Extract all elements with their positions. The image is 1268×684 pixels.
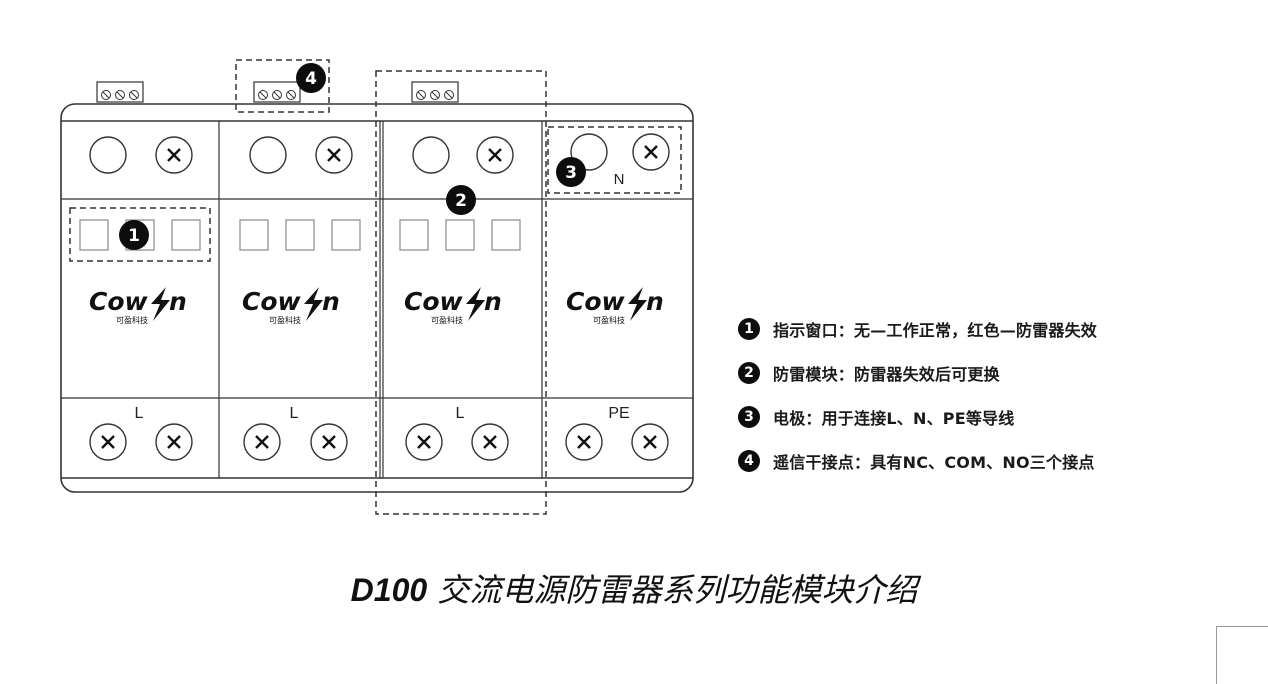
svg-text:可盈科技: 可盈科技 [593, 315, 625, 325]
bottom-screw-1b [155, 423, 193, 461]
svg-text:Cow: Cow [566, 287, 626, 316]
callout-box-3 [547, 126, 682, 194]
top-screw-4 [632, 133, 670, 171]
svg-text:1: 1 [128, 226, 140, 246]
svg-text:Cow: Cow [242, 287, 302, 316]
callout-1: 1 [119, 220, 149, 250]
svg-text:Cow: Cow [89, 287, 149, 316]
svg-text:n: n [322, 287, 340, 316]
legend-item-1: 1 指示窗口：无—工作正常，红色—防雷器失效 [738, 318, 1097, 340]
bottom-screw-3a [405, 423, 443, 461]
callout-3: 3 [556, 157, 586, 187]
legend-text-1: 指示窗口：无—工作正常，红色—防雷器失效 [773, 321, 1098, 340]
svg-text:4: 4 [305, 69, 317, 89]
svg-text:n: n [646, 287, 664, 316]
callout-box-1 [69, 207, 211, 262]
svg-text:n: n [169, 287, 187, 316]
legend-item-2: 2 防雷模块：防雷器失效后可更换 [738, 362, 1097, 384]
svg-text:3: 3 [565, 163, 577, 183]
pole-label-1: L [135, 405, 144, 422]
legend-badge-2: 2 [738, 362, 760, 384]
legend-badge-1: 1 [738, 318, 760, 340]
legend-text-4: 遥信干接点：具有NC、COM、NO三个接点 [773, 453, 1095, 472]
legend-badge-3: 3 [738, 406, 760, 428]
legend-badge-4: 4 [738, 450, 760, 472]
pole-label-3: L [456, 405, 465, 422]
figure-caption: D100 交流电源防雷器系列功能模块介绍 [0, 565, 1268, 611]
callout-box-2 [375, 70, 547, 515]
legend-item-4: 4 遥信干接点：具有NC、COM、NO三个接点 [738, 450, 1097, 472]
brand-logo-3: Cow n 可盈科技 [404, 287, 502, 325]
svg-text:可盈科技: 可盈科技 [431, 315, 463, 325]
legend-item-3: 3 电极：用于连接L、N、PE等导线 [738, 406, 1097, 428]
spd-diagram: N Cow n 可盈科技 Cow n 可盈科技 Cow n 可盈科技 Cow n… [60, 59, 694, 515]
legend: 1 指示窗口：无—工作正常，红色—防雷器失效 2 防雷模块：防雷器失效后可更换 … [738, 318, 1097, 494]
svg-text:Cow: Cow [404, 287, 464, 316]
bottom-screw-3b [471, 423, 509, 461]
caption-title: 交流电源防雷器系列功能模块介绍 [437, 571, 918, 609]
caption-model: D100 [350, 572, 428, 608]
svg-text:可盈科技: 可盈科技 [116, 315, 148, 325]
top-screw-1 [155, 136, 193, 174]
indicator-windows-3 [399, 219, 521, 251]
connector-block-1 [96, 81, 144, 103]
brand-logo-2: Cow n 可盈科技 [242, 287, 340, 325]
top-terminal-open-1 [89, 136, 127, 174]
connector-block-2 [253, 81, 301, 103]
callout-4: 4 [296, 63, 326, 93]
legend-text-3: 电极：用于连接L、N、PE等导线 [773, 409, 1015, 428]
top-screw-2 [315, 136, 353, 174]
svg-text:可盈科技: 可盈科技 [269, 315, 301, 325]
connector-block-3 [411, 81, 459, 103]
callout-box-4 [235, 59, 330, 113]
top-label-n: N [614, 171, 625, 188]
legend-text-2: 防雷模块：防雷器失效后可更换 [773, 365, 1000, 384]
pole-label-2: L [290, 405, 299, 422]
bottom-screw-2a [243, 423, 281, 461]
svg-text:2: 2 [455, 191, 467, 211]
top-screw-3 [476, 136, 514, 174]
indicator-windows-2 [239, 219, 361, 251]
brand-logo-4: Cow n 可盈科技 [566, 287, 664, 325]
callout-2: 2 [446, 185, 476, 215]
svg-text:n: n [484, 287, 502, 316]
pole-label-4: PE [608, 405, 629, 422]
bottom-screw-4a [565, 423, 603, 461]
bottom-screw-1a [89, 423, 127, 461]
brand-logo-1: Cow n 可盈科技 [89, 287, 187, 325]
bottom-screw-2b [310, 423, 348, 461]
top-terminal-open-2 [249, 136, 287, 174]
bottom-screw-4b [631, 423, 669, 461]
corner-frame [1216, 626, 1268, 684]
top-terminal-open-3 [412, 136, 450, 174]
